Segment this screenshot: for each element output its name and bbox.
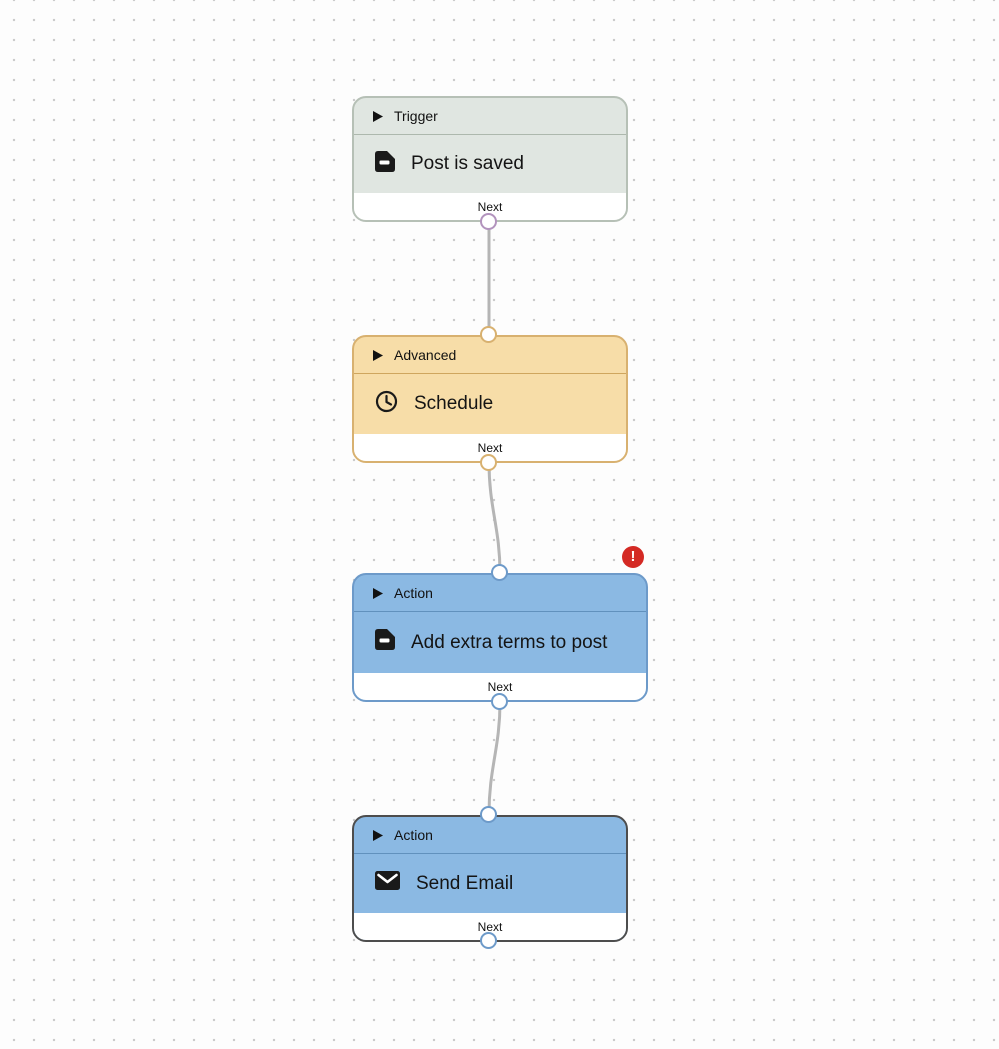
error-exclamation-icon: ! — [630, 548, 636, 565]
port-action1-input[interactable] — [491, 564, 508, 581]
node-title: Add extra terms to post — [411, 631, 608, 653]
node-body[interactable]: Schedule — [354, 374, 626, 434]
connector-advanced-to-action[interactable] — [487, 460, 502, 575]
node-body[interactable]: Add extra terms to post — [354, 612, 646, 673]
node-action-add-extra-terms[interactable]: Action Add extra terms to post Next — [352, 573, 648, 702]
node-category-label: Advanced — [394, 347, 457, 363]
node-title: Post is saved — [411, 153, 524, 174]
node-header[interactable]: Advanced — [354, 337, 626, 374]
node-category-label: Action — [394, 827, 433, 843]
node-header[interactable]: Action — [354, 575, 646, 612]
node-category-label: Trigger — [394, 108, 438, 124]
node-body[interactable]: Post is saved — [354, 135, 626, 193]
document-icon — [375, 629, 395, 656]
node-header[interactable]: Action — [354, 817, 626, 854]
collapse-arrow-icon[interactable] — [373, 587, 383, 599]
port-action2-input[interactable] — [480, 806, 497, 823]
node-advanced-schedule[interactable]: Advanced Schedule Next — [352, 335, 628, 463]
envelope-icon — [375, 871, 400, 896]
node-title: Schedule — [414, 393, 494, 414]
node-header[interactable]: Trigger — [354, 98, 626, 135]
port-action1-output[interactable] — [491, 693, 508, 710]
node-category-label: Action — [394, 585, 433, 601]
collapse-arrow-icon[interactable] — [373, 829, 383, 841]
clock-icon — [375, 390, 398, 419]
port-advanced-output[interactable] — [480, 454, 497, 471]
port-advanced-input[interactable] — [480, 326, 497, 343]
connector-action-to-sendemail[interactable] — [487, 700, 502, 816]
collapse-arrow-icon[interactable] — [373, 110, 383, 122]
next-label: Next — [477, 440, 503, 455]
node-title: Send Email — [416, 872, 514, 894]
node-action-send-email[interactable]: Action Send Email Next — [352, 815, 628, 942]
node-trigger[interactable]: Trigger Post is saved Next — [352, 96, 628, 222]
port-action2-output[interactable] — [480, 932, 497, 949]
document-icon — [375, 150, 395, 178]
next-label: Next — [477, 199, 503, 214]
collapse-arrow-icon[interactable] — [373, 349, 383, 361]
port-trigger-output[interactable] — [480, 213, 497, 230]
node-body[interactable]: Send Email — [354, 854, 626, 913]
next-label: Next — [477, 919, 503, 934]
error-badge[interactable]: ! — [622, 546, 644, 568]
next-label: Next — [487, 679, 513, 694]
